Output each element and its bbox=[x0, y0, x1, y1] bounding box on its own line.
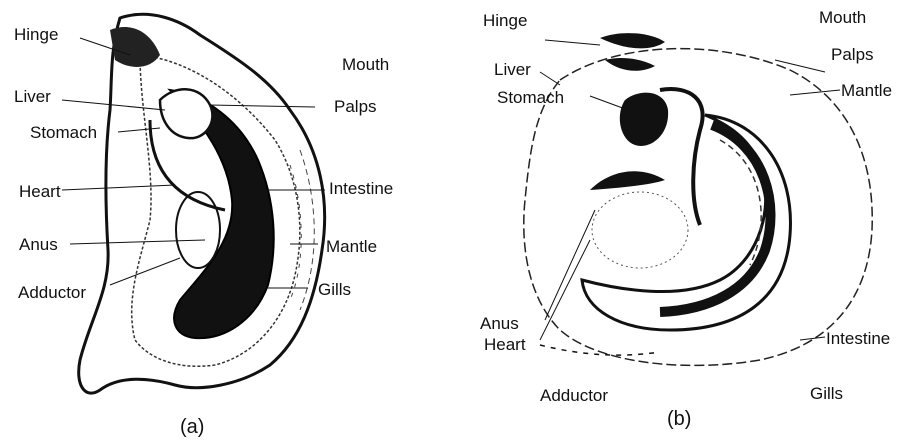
label-b-liver: Liver bbox=[494, 61, 531, 78]
label-b-intestine: Intestine bbox=[826, 330, 890, 347]
label-a-heart: Heart bbox=[19, 183, 61, 200]
label-b-heart: Heart bbox=[484, 336, 526, 353]
label-a-mantle: Mantle bbox=[326, 238, 377, 255]
caption-a: (a) bbox=[180, 417, 204, 437]
label-a-gills: Gills bbox=[318, 281, 351, 298]
oyster-b-hinge bbox=[600, 33, 665, 48]
caption-b: (b) bbox=[667, 409, 691, 429]
label-a-adductor: Adductor bbox=[18, 284, 86, 301]
label-b-hinge: Hinge bbox=[483, 12, 527, 29]
label-b-palps: Palps bbox=[831, 46, 874, 63]
label-a-intestine: Intestine bbox=[329, 180, 393, 197]
label-b-mantle: Mantle bbox=[841, 82, 892, 99]
label-b-mouth: Mouth bbox=[819, 9, 866, 26]
label-b-stomach: Stomach bbox=[497, 89, 564, 106]
label-b-adductor: Adductor bbox=[540, 387, 608, 404]
label-a-hinge: Hinge bbox=[14, 26, 58, 43]
label-a-palps: Palps bbox=[334, 98, 377, 115]
label-b-gills: Gills bbox=[810, 385, 843, 402]
label-a-anus: Anus bbox=[19, 236, 58, 253]
label-b-anus: Anus bbox=[480, 315, 519, 332]
oyster-b-adductor bbox=[592, 192, 688, 268]
label-a-stomach: Stomach bbox=[30, 124, 97, 141]
label-a-mouth: Mouth bbox=[342, 56, 389, 73]
label-a-liver: Liver bbox=[14, 88, 51, 105]
